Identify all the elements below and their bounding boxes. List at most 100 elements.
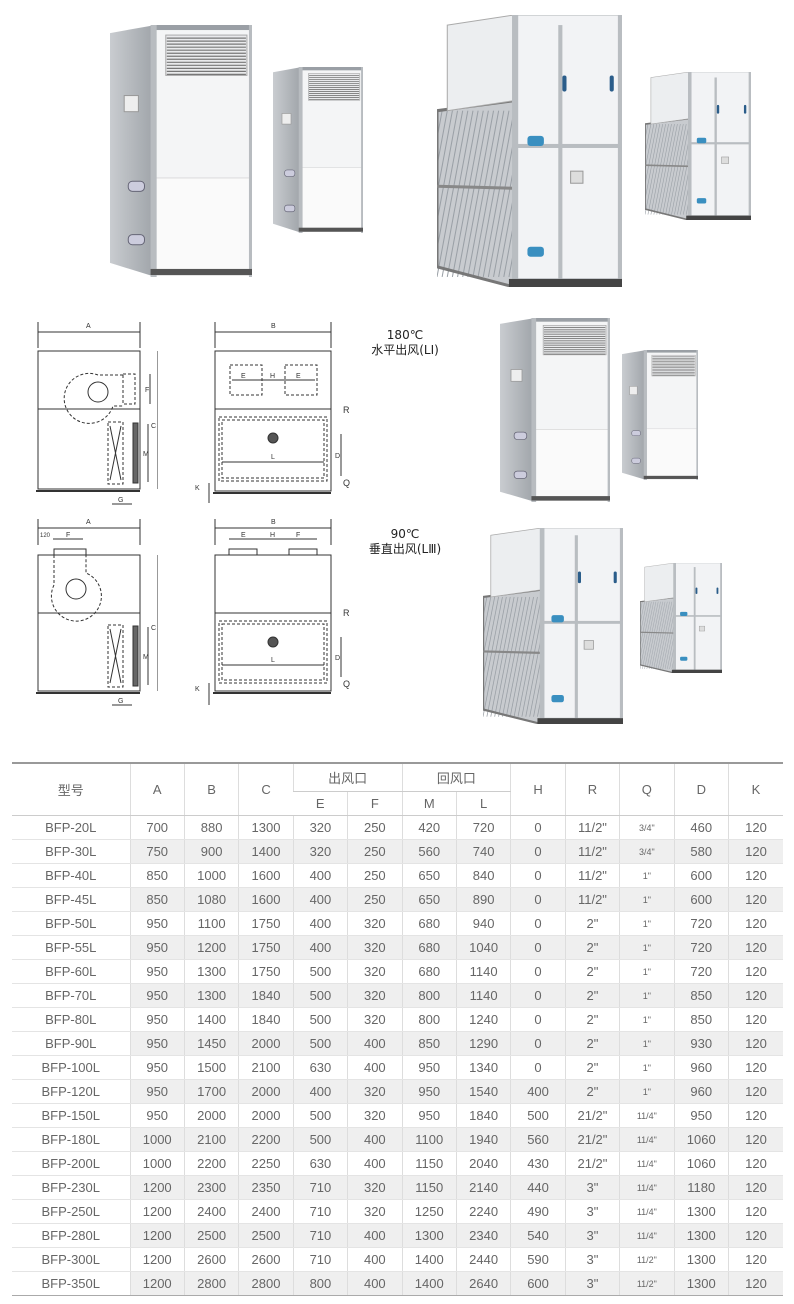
svg-text:L: L [271, 657, 275, 664]
cell-f: 250 [347, 839, 403, 864]
cell-model: BFP-100L [12, 1055, 130, 1080]
cabinet-unit-photo-small [273, 67, 363, 233]
svg-text:120: 120 [40, 533, 51, 539]
cell-a: 1000 [129, 1127, 185, 1152]
cell-a: 850 [129, 887, 185, 912]
cell-k: 120 [727, 1223, 783, 1248]
header-model: 型号 [12, 762, 130, 816]
cell-b: 2400 [183, 1199, 239, 1224]
cell-h: 430 [510, 1151, 566, 1176]
cell-b: 1200 [183, 935, 239, 960]
cell-q: 11/4" [619, 1223, 675, 1248]
header-r: R [564, 762, 620, 816]
cell-model: BFP-40L [12, 863, 130, 888]
cell-f: 400 [347, 1247, 403, 1272]
cell-l: 940 [455, 911, 511, 936]
cell-c: 2200 [238, 1127, 294, 1152]
cell-c: 2800 [238, 1271, 294, 1296]
cell-model: BFP-250L [12, 1199, 130, 1224]
cell-h: 400 [510, 1079, 566, 1104]
cell-d: 720 [673, 935, 729, 960]
header-d: D [673, 762, 729, 816]
cell-c: 2400 [238, 1199, 294, 1224]
cell-h: 0 [510, 959, 566, 984]
cell-l: 1290 [455, 1031, 511, 1056]
cell-model: BFP-80L [12, 1007, 130, 1032]
cell-f: 400 [347, 1127, 403, 1152]
cell-model: BFP-350L [12, 1271, 130, 1296]
cell-c: 1840 [238, 983, 294, 1008]
header-l: L [455, 791, 511, 816]
svg-text:K: K [195, 686, 200, 693]
cell-a: 1200 [129, 1223, 185, 1248]
cell-q: 1" [619, 863, 675, 888]
cell-c: 2000 [238, 1079, 294, 1104]
cell-d: 950 [673, 1103, 729, 1128]
cell-l: 1140 [455, 983, 511, 1008]
cell-m: 680 [401, 911, 457, 936]
cell-m: 1250 [401, 1199, 457, 1224]
cell-f: 250 [347, 863, 403, 888]
cell-q: 1" [619, 959, 675, 984]
cell-r: 11/2" [564, 887, 620, 912]
cell-b: 2600 [183, 1247, 239, 1272]
cell-a: 750 [129, 839, 185, 864]
cell-q: 1" [619, 887, 675, 912]
cell-q: 3/4" [619, 839, 675, 864]
cell-q: 11/4" [619, 1151, 675, 1176]
cell-a: 950 [129, 1007, 185, 1032]
cell-d: 1180 [673, 1175, 729, 1200]
header-f: F [347, 791, 403, 816]
header-c: C [238, 762, 294, 816]
cell-l: 2040 [455, 1151, 511, 1176]
cell-l: 1240 [455, 1007, 511, 1032]
svg-text:B: B [271, 323, 276, 330]
cell-c: 2350 [238, 1175, 294, 1200]
cell-q: 11/2" [619, 1271, 675, 1296]
header-return: 回风口 [401, 762, 511, 792]
cell-c: 2100 [238, 1055, 294, 1080]
cell-a: 950 [129, 1103, 185, 1128]
cell-model: BFP-90L [12, 1031, 130, 1056]
cell-k: 120 [727, 863, 783, 888]
cell-l: 890 [455, 887, 511, 912]
cell-f: 400 [347, 1271, 403, 1296]
cell-f: 250 [347, 815, 403, 840]
cell-k: 120 [727, 983, 783, 1008]
cell-b: 1500 [183, 1055, 239, 1080]
svg-text:C: C [151, 625, 156, 632]
cell-h: 0 [510, 983, 566, 1008]
cell-b: 1300 [183, 983, 239, 1008]
cell-d: 960 [673, 1079, 729, 1104]
cell-e: 400 [292, 935, 348, 960]
cabinet-unit-photo-small-2 [622, 350, 698, 480]
cell-f: 320 [347, 1175, 403, 1200]
cell-m: 1150 [401, 1151, 457, 1176]
cell-e: 400 [292, 863, 348, 888]
vertical-angle: 90℃ [390, 527, 420, 541]
cell-q: 1" [619, 1055, 675, 1080]
cell-d: 1300 [673, 1223, 729, 1248]
cell-e: 800 [292, 1271, 348, 1296]
cell-m: 680 [401, 959, 457, 984]
cell-c: 1600 [238, 887, 294, 912]
svg-text:M: M [143, 451, 149, 458]
cell-h: 0 [510, 1007, 566, 1032]
header-q: Q [619, 762, 675, 816]
cell-r: 3" [564, 1199, 620, 1224]
cell-model: BFP-55L [12, 935, 130, 960]
cell-h: 0 [510, 839, 566, 864]
cell-model: BFP-150L [12, 1103, 130, 1128]
cell-r: 2" [564, 1007, 620, 1032]
header-a: A [129, 762, 185, 816]
cell-c: 1750 [238, 935, 294, 960]
cell-r: 21/2" [564, 1151, 620, 1176]
cell-r: 21/2" [564, 1103, 620, 1128]
cell-d: 720 [673, 959, 729, 984]
side-view-drawing-vertical: A 120 F C M G [36, 519, 158, 706]
